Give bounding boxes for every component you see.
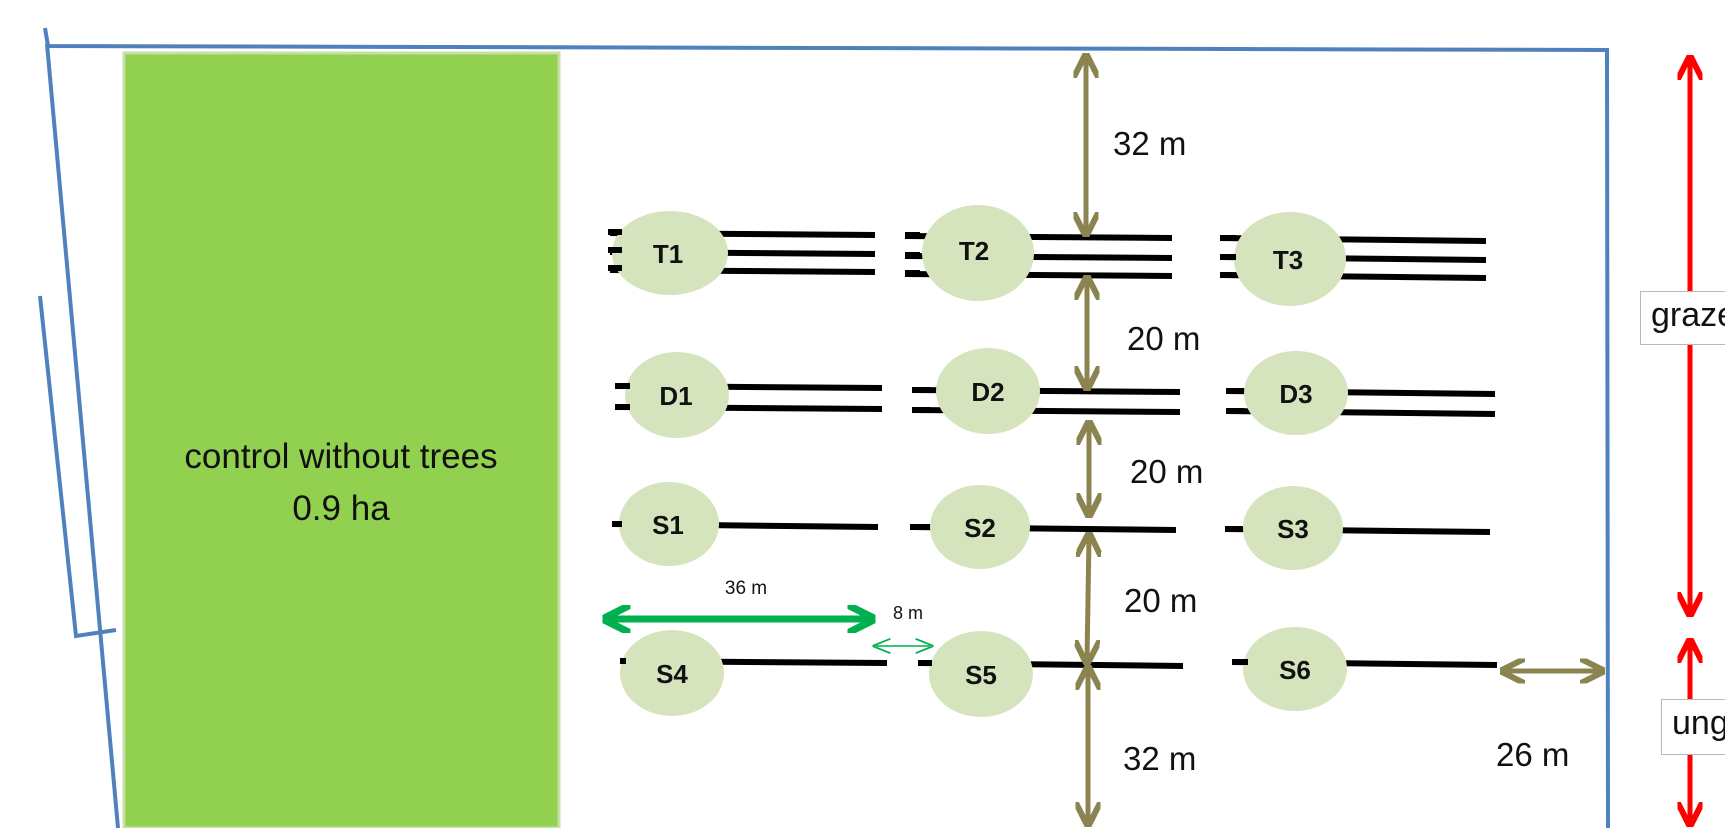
plot-label: D2 [971, 377, 1004, 407]
plot-D2: D2 [936, 348, 1040, 434]
plot-label: S1 [652, 510, 684, 540]
plot-markers: T1 T2 T3 D1 D2 D3 S1 S2 S3 S4 S5 S6 [612, 205, 1348, 717]
dimension-label-bottom: 32 m [1123, 740, 1196, 777]
control-area-label: control without trees [184, 437, 497, 476]
plot-S1: S1 [619, 482, 719, 566]
plot-S5: S5 [929, 631, 1033, 717]
control-area: control without trees 0.9 ha [122, 51, 561, 828]
plot-label: S3 [1277, 514, 1309, 544]
dimension-labels: 32 m 20 m 20 m 20 m 32 m 26 m 36 m 8 m [725, 125, 1570, 777]
plot-S6: S6 [1243, 627, 1347, 711]
plot-S2: S2 [930, 485, 1030, 569]
dimension-label-top: 32 m [1113, 125, 1186, 162]
grazed-zone-text: grazed [1651, 296, 1725, 334]
plot-D3: D3 [1244, 351, 1348, 435]
plot-T3: T3 [1234, 212, 1346, 306]
plot-T1: T1 [612, 211, 728, 295]
grazed-zone-label: grazed [1640, 291, 1725, 345]
plot-label: D1 [659, 381, 692, 411]
plot-label: T2 [959, 236, 989, 266]
dimension-arrows [1086, 58, 1600, 822]
row-length-label: 36 m [725, 578, 767, 599]
ungrazed-zone-label: ungrazed [1661, 699, 1725, 755]
dimension-label-gap3: 20 m [1124, 582, 1197, 619]
ungrazed-zone-text: ungrazed [1672, 704, 1725, 742]
dimension-label-gap2: 20 m [1130, 453, 1203, 490]
plot-label: T3 [1273, 245, 1303, 275]
dimension-label-gap1: 20 m [1127, 320, 1200, 357]
field-boundary [38, 27, 1610, 828]
control-area-size: 0.9 ha [292, 489, 390, 528]
plot-label: S6 [1279, 655, 1311, 685]
plot-D1: D1 [625, 352, 729, 438]
tree-rows [609, 230, 1498, 669]
plot-T2: T2 [922, 205, 1034, 301]
plot-S3: S3 [1243, 486, 1343, 570]
plot-label: S2 [964, 513, 996, 543]
plot-label: S4 [656, 659, 688, 689]
between-rows-label: 8 m [893, 603, 923, 623]
plot-label: S5 [965, 660, 997, 690]
row-dash-marks [608, 229, 1248, 666]
plot-label: D3 [1279, 379, 1312, 409]
plot-S4: S4 [620, 630, 724, 716]
dimension-label-right: 26 m [1496, 736, 1569, 773]
plot-label: T1 [653, 239, 683, 269]
dimension-arrow-gap3 [1087, 537, 1089, 660]
